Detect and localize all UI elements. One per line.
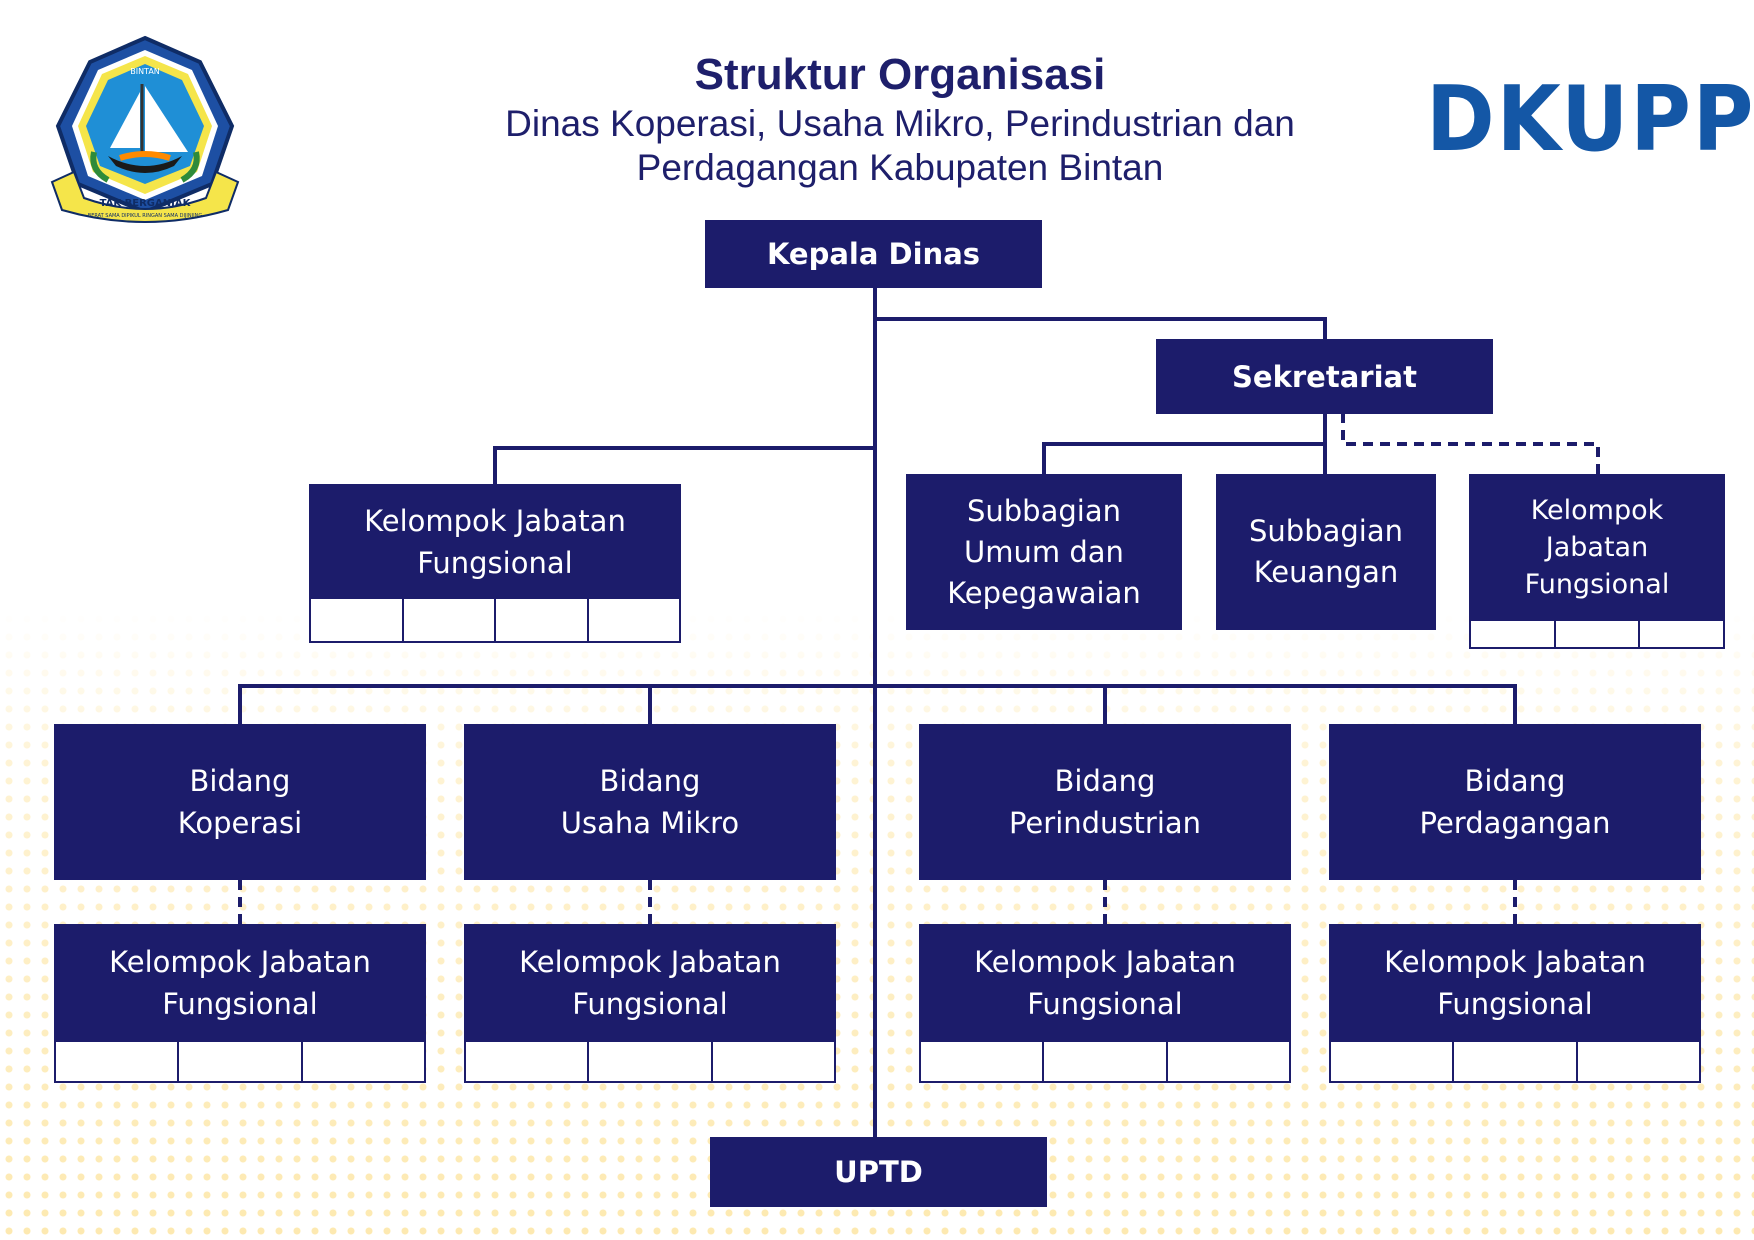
- svg-text:TAK BERGANJAK: TAK BERGANJAK: [100, 198, 192, 209]
- bidang-perindustrian-box: Bidang Perindustrian: [919, 724, 1291, 880]
- kjf-sekretariat-slots: [1469, 621, 1725, 649]
- kjf-usaha-mikro-box: Kelompok Jabatan Fungsional: [464, 924, 836, 1042]
- kjf-koperasi-box: Kelompok Jabatan Fungsional: [54, 924, 426, 1042]
- kjf-perdagangan-box: Kelompok Jabatan Fungsional: [1329, 924, 1701, 1042]
- kjf-main-slots: [309, 599, 681, 643]
- page-subtitle-line2: Perdagangan Kabupaten Bintan: [636, 147, 1164, 188]
- bidang-usaha-mikro-box: Bidang Usaha Mikro: [464, 724, 836, 880]
- bidang-koperasi-box: Bidang Koperasi: [54, 724, 426, 880]
- subbagian-umum-kepegawaian-box: Subbagian Umum dan Kepegawaian: [906, 474, 1182, 630]
- dkupp-brand-logo: DKUPP: [1426, 67, 1754, 172]
- uptd-box: UPTD: [710, 1137, 1047, 1207]
- kelompok-jabatan-fungsional-box: Kelompok Jabatan Fungsional: [309, 484, 681, 599]
- kepala-dinas-box: Kepala Dinas: [705, 220, 1042, 288]
- kjf-perdagangan-slots: [1329, 1042, 1701, 1083]
- kjf-perindustrian-slots: [919, 1042, 1291, 1083]
- kjf-usaha-mikro-slots: [464, 1042, 836, 1083]
- kjf-koperasi-slots: [54, 1042, 426, 1083]
- svg-text:BINTAN: BINTAN: [130, 67, 160, 76]
- svg-text:BERAT SAMA DIPIKUL RINGAN SAMA: BERAT SAMA DIPIKUL RINGAN SAMA DIJINJING: [88, 213, 203, 219]
- header: Struktur Organisasi Dinas Koperasi, Usah…: [390, 48, 1410, 190]
- bintan-emblem-logo: BINTAN TAK BERGANJAK BERAT SAMA DIPIKUL …: [50, 34, 240, 235]
- sekretariat-box: Sekretariat: [1156, 339, 1493, 414]
- kelompok-jabatan-fungsional-sekretariat-box: Kelompok Jabatan Fungsional: [1469, 474, 1725, 621]
- bidang-perdagangan-box: Bidang Perdagangan: [1329, 724, 1701, 880]
- subbagian-keuangan-box: Subbagian Keuangan: [1216, 474, 1436, 630]
- page-title: Struktur Organisasi: [694, 50, 1106, 99]
- kjf-perindustrian-box: Kelompok Jabatan Fungsional: [919, 924, 1291, 1042]
- page-subtitle-line1: Dinas Koperasi, Usaha Mikro, Perindustri…: [505, 103, 1295, 144]
